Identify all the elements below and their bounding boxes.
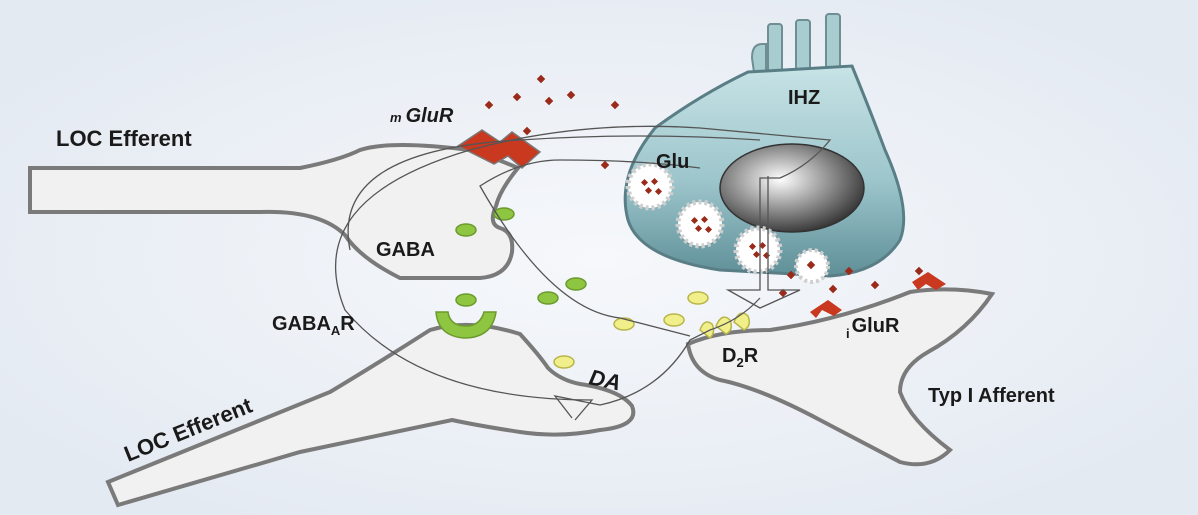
label-mglur: m GluR (390, 105, 454, 127)
label-d2r-sub: 2 (736, 355, 743, 370)
label-mglur-main: GluR (406, 105, 454, 127)
label-gabaar: GABAAR (272, 313, 355, 338)
label-iglur-main: GluR (852, 315, 900, 337)
label-d2r-main: D (722, 345, 736, 367)
type-i-afferent (685, 287, 996, 467)
label-gabaar-main: GABA (272, 313, 331, 335)
glutamate-vesicles (625, 161, 830, 284)
gaba-molecules (455, 207, 587, 307)
label-ihz: IHZ (788, 87, 820, 109)
label-gabaar-suffix: R (340, 313, 355, 335)
label-iglur-prefix: i (846, 326, 850, 341)
gabaa-receptor (435, 311, 497, 339)
dopamine-molecules (553, 291, 709, 369)
label-gaba: GABA (376, 239, 435, 261)
label-d2r-suffix: R (744, 345, 759, 367)
label-typ-afferent: Typ I Afferent (928, 385, 1055, 407)
loc-efferent-lower (105, 322, 636, 508)
iglur-receptors (810, 272, 946, 318)
nucleus (719, 143, 865, 233)
label-loc-efferent-top: LOC Efferent (56, 126, 192, 151)
label-glu: Glu (656, 151, 689, 173)
cycle-arrows (335, 125, 832, 421)
label-mglur-prefix: m (390, 110, 402, 125)
loc-efferent-upper (28, 143, 522, 280)
stereocilia (750, 13, 841, 75)
label-d2r: D2R (722, 345, 759, 370)
label-gabaar-sub: A (331, 323, 341, 338)
